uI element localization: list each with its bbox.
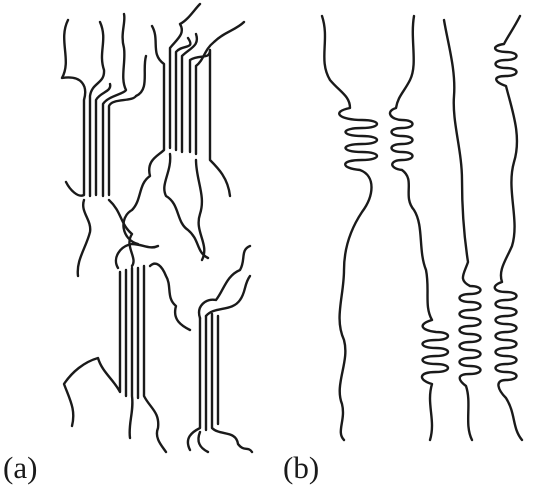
chain: [142, 264, 168, 454]
chain: [180, 32, 199, 154]
chain: [60, 18, 87, 197]
chain: [197, 244, 252, 320]
chain: [194, 20, 246, 156]
chain: [493, 14, 524, 442]
chain: [320, 14, 379, 442]
chain: [210, 312, 254, 454]
chain: [194, 158, 206, 262]
chain: [101, 12, 128, 198]
chain: [163, 152, 210, 260]
chain: [186, 316, 202, 452]
panel-a-chains: [60, 2, 254, 454]
chain: [174, 36, 192, 152]
chain: [94, 82, 112, 197]
chain: [188, 48, 232, 198]
panel-label-b: (b): [283, 450, 320, 485]
chain: [76, 198, 92, 278]
panel-label-a: (a): [3, 450, 38, 485]
chain: [442, 18, 482, 442]
chain: [388, 14, 450, 442]
chain: [88, 20, 106, 198]
chain: [148, 262, 192, 332]
chain: [168, 2, 202, 150]
chain: [122, 24, 166, 246]
chain: [114, 242, 160, 270]
chain: [62, 270, 122, 428]
chain: [197, 430, 210, 454]
chain: [107, 198, 135, 268]
panel-b-chains: [320, 14, 524, 442]
chain: [128, 266, 134, 440]
chain: [107, 54, 148, 197]
chain: [204, 274, 252, 318]
